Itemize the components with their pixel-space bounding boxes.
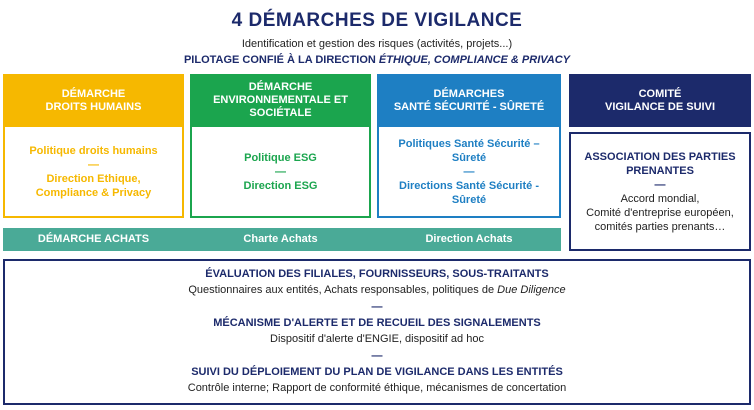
demarche-droits-humains-body: Politique droits humains — Direction Eth… (3, 127, 184, 218)
separator: — (463, 166, 475, 178)
header-line: DÉMARCHES (433, 87, 505, 100)
header-line: SOCIÉTALE (249, 107, 312, 119)
demarche-environnementale-header: DÉMARCHE ENVIRONNEMENTALE ET SOCIÉTALE (190, 74, 371, 127)
association-title: ASSOCIATION DES PARTIES (584, 151, 736, 163)
direction-label: Directions Santé Sécurité - (399, 180, 539, 192)
policy-label: Politiques Santé Sécurité – (398, 138, 540, 150)
diagram-subtitle: Identification et gestion des risques (a… (241, 38, 513, 50)
alerte-text: Dispositif d'alerte d'ENGIE, dispositif … (270, 333, 484, 345)
evaluation-text-prefix: Questionnaires aux entités, Achats respo… (188, 284, 498, 296)
demarche-droits-humains-header: DÉMARCHE DROITS HUMAINS (3, 74, 184, 127)
stakeholder-item: Comité d'entreprise européen, (586, 207, 734, 219)
policy-label: Politique droits humains (29, 144, 158, 157)
separator: — (371, 350, 383, 362)
separator: — (275, 165, 286, 178)
comite-vigilance-header: COMITÉ VIGILANCE DE SUIVI (569, 74, 751, 127)
achats-direction: Direction Achats (425, 233, 513, 245)
direction-label: Direction ESG (243, 179, 318, 192)
suivi-text: Contrôle interne; Rapport de conformité … (187, 382, 567, 394)
demarche-environnementale-body: Politique ESG — Direction ESG (190, 127, 371, 218)
association-title: PRENANTES (626, 165, 694, 177)
stakeholder-item: comités parties prenants… (594, 221, 726, 233)
due-diligence-text: Due Diligence (497, 284, 566, 296)
evaluation-text: Questionnaires aux entités, Achats respo… (5, 284, 749, 296)
achats-charter: Charte Achats (243, 233, 318, 245)
direction-label: Direction Ethique, (46, 172, 141, 185)
policy-label: Politique ESG (244, 151, 317, 164)
demarche-sante-securite-header: DÉMARCHES SANTÉ SÉCURITÉ - SÛRETÉ (377, 74, 561, 127)
direction-label: Compliance & Privacy (35, 186, 152, 199)
separator: — (654, 179, 666, 191)
separator: — (371, 301, 383, 313)
pilotage-line: PILOTAGE CONFIÉ À LA DIRECTION ÉTHIQUE, … (0, 54, 754, 66)
header-line: ENVIRONNEMENTALE ET (213, 94, 348, 106)
achats-label: DÉMARCHE ACHATS (37, 233, 150, 245)
demarche-achats-band: DÉMARCHE ACHATS Charte Achats Direction … (3, 228, 561, 251)
header-line: COMITÉ (638, 87, 682, 100)
header-line: DÉMARCHE (248, 81, 313, 93)
pilotage-prefix: PILOTAGE CONFIÉ À LA DIRECTION (183, 54, 379, 66)
alerte-heading: MÉCANISME D'ALERTE ET DE RECUEIL DES SIG… (213, 317, 541, 329)
vigilance-mechanisms-box: ÉVALUATION DES FILIALES, FOURNISSEURS, S… (3, 259, 751, 405)
header-line: DROITS HUMAINS (45, 100, 142, 113)
diagram-title: 4 DÉMARCHES DE VIGILANCE (231, 10, 523, 31)
header-line: DÉMARCHE (61, 87, 126, 100)
demarche-sante-securite-body: Politiques Santé Sécurité – Sûreté — Dir… (377, 127, 561, 218)
separator: — (88, 158, 99, 171)
stakeholder-item: Accord mondial, (620, 193, 700, 205)
suivi-heading: SUIVI DU DÉPLOIEMENT DU PLAN DE VIGILANC… (191, 366, 563, 378)
direction-label: Sûreté (451, 194, 487, 206)
evaluation-heading: ÉVALUATION DES FILIALES, FOURNISSEURS, S… (205, 268, 549, 280)
header-line: VIGILANCE DE SUIVI (604, 100, 716, 113)
pilotage-direction: ÉTHIQUE, COMPLIANCE & PRIVACY (378, 54, 571, 66)
header-line: SANTÉ SÉCURITÉ - SÛRETÉ (393, 100, 545, 113)
policy-label: Sûreté (451, 152, 487, 164)
comite-vigilance-body: ASSOCIATION DES PARTIES PRENANTES — Acco… (569, 132, 751, 251)
